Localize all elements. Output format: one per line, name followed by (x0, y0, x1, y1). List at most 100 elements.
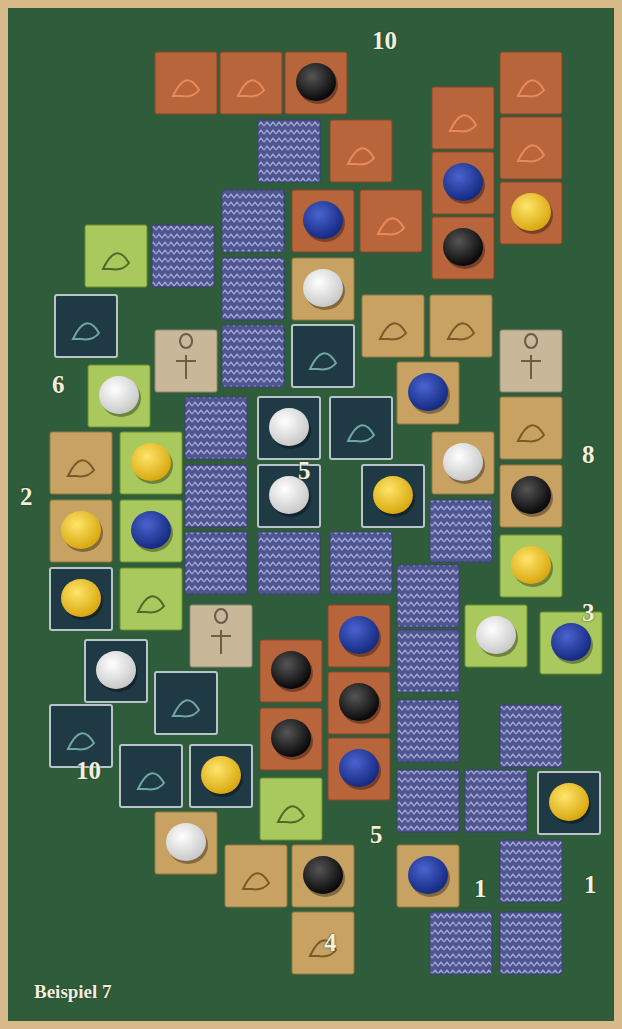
tile-symbol (450, 115, 476, 131)
tile (155, 672, 217, 734)
tile-symbol (518, 80, 544, 96)
player-token (303, 269, 343, 307)
player-token (511, 193, 551, 231)
callout-number: 10 (76, 758, 101, 783)
tile (292, 258, 354, 320)
tile (465, 605, 527, 667)
tile-symbol (103, 253, 129, 269)
player-token (271, 651, 311, 689)
tile-symbol (68, 733, 94, 749)
tile (397, 565, 459, 627)
callout-number: 6 (52, 372, 65, 397)
tile (397, 700, 459, 762)
tile (397, 630, 459, 692)
tile-symbol (518, 425, 544, 441)
player-token (476, 616, 516, 654)
tile-symbol (348, 425, 374, 441)
tile-symbol (173, 700, 199, 716)
tile (500, 535, 562, 597)
player-token (443, 228, 483, 266)
tile (120, 500, 182, 562)
player-token (131, 443, 171, 481)
tile (152, 225, 214, 287)
tile-symbol (73, 323, 99, 339)
tile-symbol (243, 873, 269, 889)
callout-number: 4 (324, 930, 337, 955)
player-token (61, 579, 101, 617)
tile (190, 605, 252, 667)
player-token (166, 823, 206, 861)
player-token (511, 546, 551, 584)
tile-symbol (238, 80, 264, 96)
tile (260, 708, 322, 770)
tile-symbol (278, 806, 304, 822)
player-token (296, 63, 336, 101)
tile (430, 500, 492, 562)
tile (397, 845, 459, 907)
player-token (443, 163, 483, 201)
tile (432, 432, 494, 494)
tile (500, 330, 562, 392)
player-token (339, 683, 379, 721)
tile (225, 845, 287, 907)
tile (432, 87, 494, 149)
tile (292, 845, 354, 907)
tile-symbol (68, 460, 94, 476)
tile (397, 362, 459, 424)
tile (465, 770, 527, 832)
tile (430, 912, 492, 974)
player-token (131, 511, 171, 549)
tile-symbol (348, 148, 374, 164)
player-token (303, 201, 343, 239)
tile (222, 258, 284, 320)
tile (500, 705, 562, 767)
tile (55, 295, 117, 357)
tile (120, 432, 182, 494)
player-token (99, 376, 139, 414)
tile (190, 745, 252, 807)
tile (397, 770, 459, 832)
tile (362, 465, 424, 527)
callout-number: 1 (474, 876, 487, 901)
callout-number: 1 (584, 872, 597, 897)
tile-symbol (173, 80, 199, 96)
tile (120, 568, 182, 630)
tile (222, 190, 284, 252)
tile (292, 325, 354, 387)
tile-symbol (138, 773, 164, 789)
tile-symbol (176, 334, 196, 379)
tile-symbol (448, 323, 474, 339)
tile (155, 330, 217, 392)
tile (328, 672, 390, 734)
player-token (271, 719, 311, 757)
callout-number: 8 (582, 442, 595, 467)
tile (292, 190, 354, 252)
player-token (511, 476, 551, 514)
tile (260, 640, 322, 702)
player-token (373, 476, 413, 514)
tile (328, 605, 390, 667)
tile (430, 295, 492, 357)
callout-number: 3 (582, 600, 595, 625)
tile (500, 465, 562, 527)
player-token (269, 408, 309, 446)
callout-number: 5 (298, 458, 311, 483)
tile (330, 120, 392, 182)
tile-symbol (380, 323, 406, 339)
player-token (551, 623, 591, 661)
tile (538, 772, 600, 834)
tile (292, 912, 354, 974)
tile (222, 325, 284, 387)
tile (500, 182, 562, 244)
tile (185, 532, 247, 594)
player-token (96, 651, 136, 689)
player-token (303, 856, 343, 894)
tile (432, 217, 494, 279)
player-token (201, 756, 241, 794)
tile (360, 190, 422, 252)
tile (50, 432, 112, 494)
tile-symbol (521, 334, 541, 379)
tile (50, 500, 112, 562)
tile (330, 397, 392, 459)
tile (500, 117, 562, 179)
